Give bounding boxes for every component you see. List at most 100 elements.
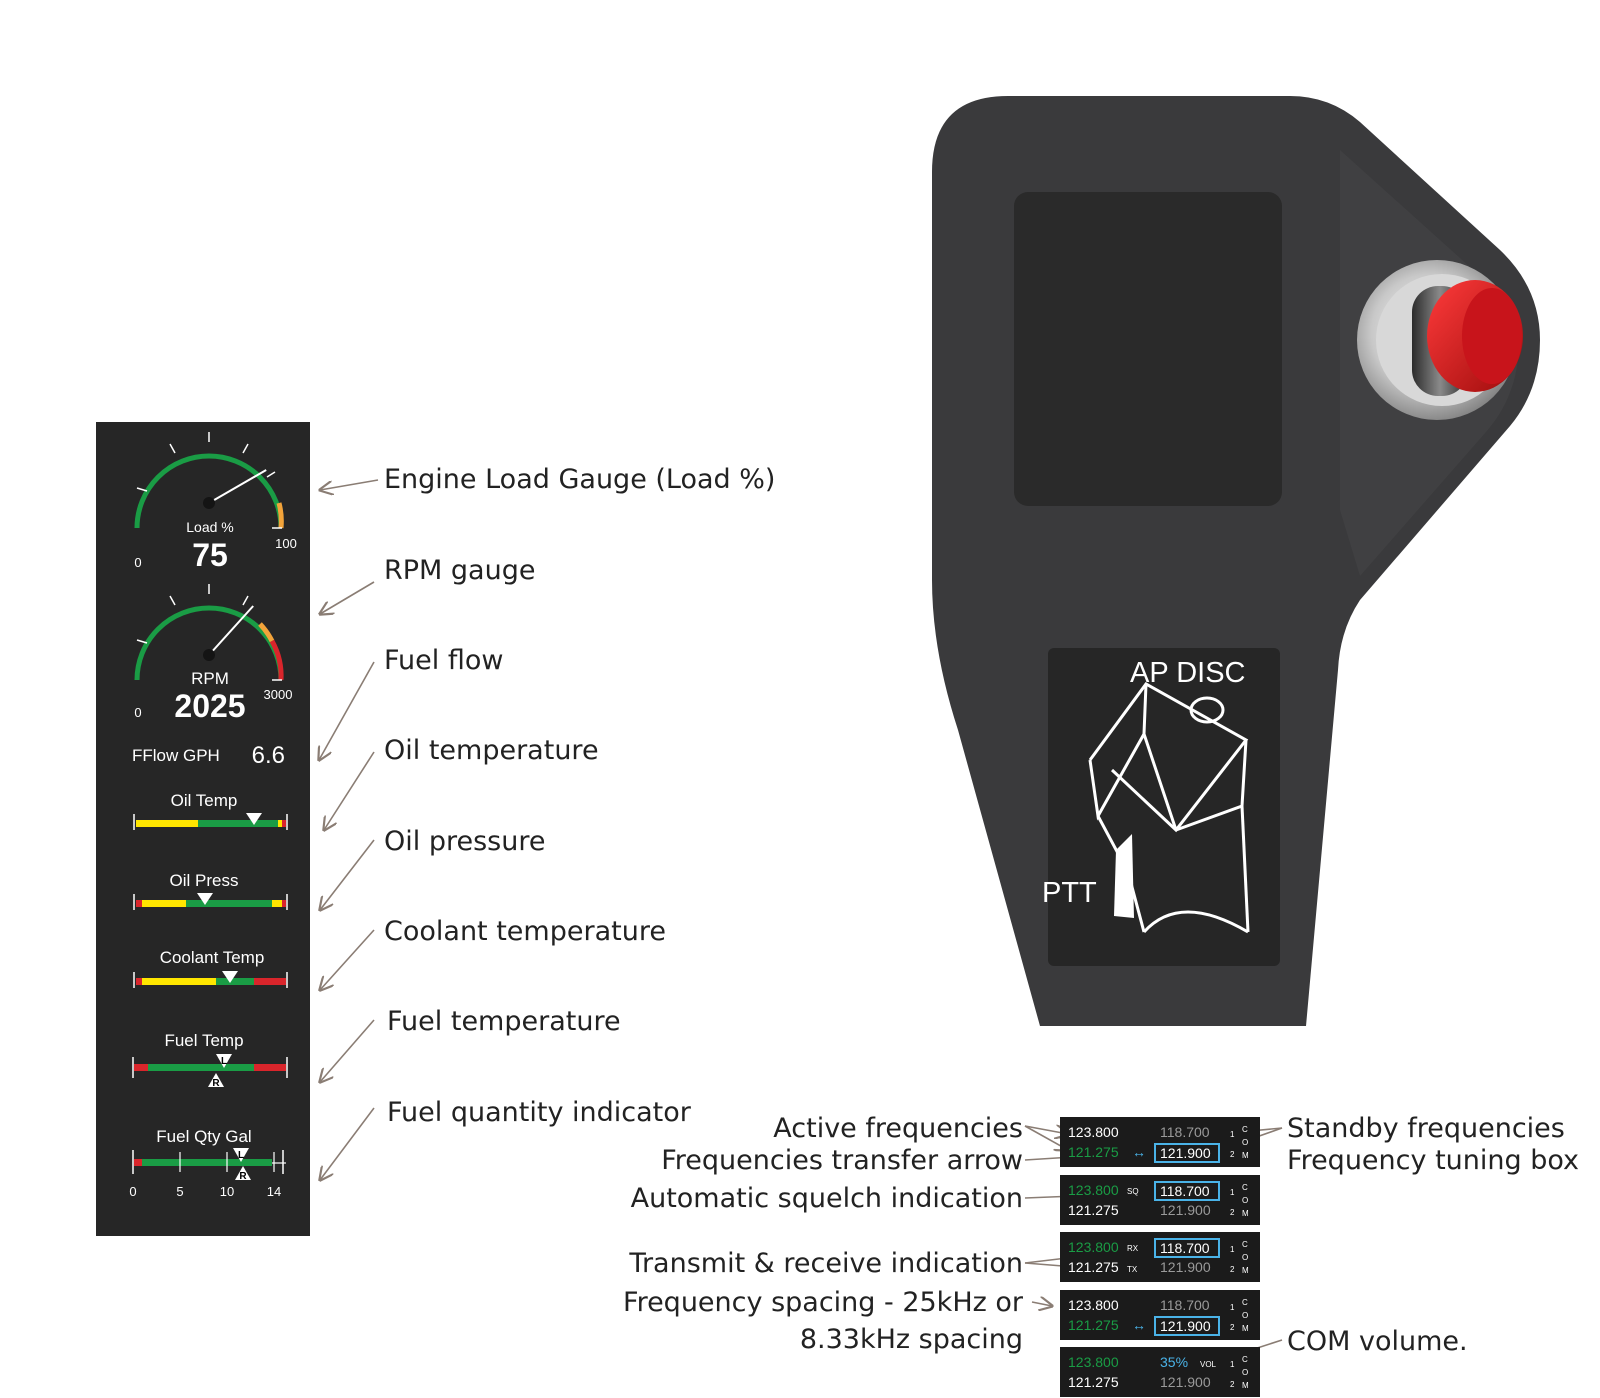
active-top: 123.800 [1068, 1182, 1119, 1198]
load-gauge: Load % 75 0 100 [134, 432, 297, 573]
callout-rpm-gauge: RPM gauge [384, 555, 536, 586]
load-min: 0 [134, 555, 141, 570]
standby-top: 118.700 [1160, 1124, 1210, 1140]
callout-oil-temp: Oil temperature [384, 735, 599, 766]
fuel-temp-left-marker: L [221, 1056, 227, 1067]
control-stick: AP DISC PTT [932, 96, 1540, 1026]
callout-spacing-line1: Frequency spacing - 25kHz or [623, 1287, 1023, 1318]
tuning-box[interactable] [1154, 1181, 1220, 1201]
oil-press-label: Oil Press [170, 871, 239, 890]
fuel-temp-right-marker: R [212, 1078, 220, 1089]
com-letter-c: C [1242, 1125, 1248, 1134]
fuel-qty-left-pointer [233, 1148, 249, 1162]
com1-number: 1 [1230, 1130, 1235, 1139]
com2-number: 2 [1230, 1380, 1235, 1389]
fflow-value: 6.6 [252, 742, 285, 769]
callout-tuning-box: Frequency tuning box [1287, 1145, 1580, 1176]
callout-squelch: Automatic squelch indication [630, 1183, 1023, 1214]
grip-outline [1088, 682, 1250, 934]
coolant-temp-label: Coolant Temp [160, 948, 265, 967]
load-label: Load % [186, 519, 233, 535]
tuning-box[interactable] [1154, 1316, 1220, 1336]
rpm-gauge: RPM 2025 0 3000 [134, 584, 292, 724]
fuel-temp-right-pointer [208, 1073, 224, 1087]
transfer-arrow: ↔ [1132, 1317, 1146, 1333]
callout-fuel-temp: Fuel temperature [387, 1006, 621, 1037]
callout-standby-frequencies: Standby frequencies [1287, 1113, 1565, 1144]
callout-load-gauge: Engine Load Gauge (Load %) [384, 464, 776, 495]
ap-disc-button[interactable] [1357, 260, 1523, 420]
standby-bottom: 121.900 [1160, 1202, 1211, 1218]
oil-press-pointer [197, 893, 213, 905]
fuel-qty-tick-label: 10 [220, 1184, 234, 1199]
com-letter-o: O [1242, 1368, 1248, 1377]
coolant-temp-pointer [222, 971, 238, 983]
com-letter-o: O [1242, 1196, 1248, 1205]
engine-panel: Load % 75 0 100 RPM 2025 0 3000 FFlow GP… [96, 422, 310, 1236]
oil-press-bar: Oil Press [133, 871, 288, 910]
standby-bottom: 121.900 [1160, 1318, 1211, 1334]
rpm-needle [208, 605, 254, 656]
com-letter-m: M [1242, 1209, 1249, 1218]
standby-top: 118.700 [1160, 1183, 1210, 1199]
com-letter-c: C [1242, 1355, 1248, 1364]
fuel-qty-right-pointer [235, 1166, 251, 1180]
standby-top: 118.700 [1160, 1240, 1210, 1256]
com-letter-o: O [1242, 1138, 1248, 1147]
com-letter-o: O [1242, 1311, 1248, 1320]
callout-coolant-temp: Coolant temperature [384, 916, 666, 947]
oil-temp-pointer [246, 813, 262, 825]
standby-bottom: 121.900 [1160, 1259, 1211, 1275]
com-strip-spacing: 123.800 121.275 ↔ 118.700 121.900 1 2 C … [1060, 1290, 1260, 1340]
load-needle [208, 469, 267, 504]
active-bottom: 121.275 [1068, 1317, 1119, 1333]
fuel-qty-tick-label: 5 [176, 1184, 183, 1199]
standby-top: 118.700 [1160, 1297, 1210, 1313]
callout-fuel-qty: Fuel quantity indicator [387, 1097, 691, 1128]
com-letter-c: C [1242, 1183, 1248, 1192]
com-letter-c: C [1242, 1298, 1248, 1307]
com-strip-standard: 123.800 121.275 ↔ 118.700 121.900 1 2 C … [1060, 1117, 1260, 1167]
ptt-label: PTT [1042, 877, 1097, 909]
active-bottom: 121.275 [1068, 1259, 1119, 1275]
standby-bottom: 121.900 [1160, 1374, 1211, 1390]
fuel-temp-bar: Fuel Temp L R [132, 1031, 288, 1089]
active-bottom: 121.275 [1068, 1374, 1119, 1390]
fuel-temp-left-pointer [216, 1054, 232, 1068]
rpm-value: 2025 [174, 688, 245, 724]
callout-fuel-flow: Fuel flow [384, 645, 504, 676]
fuel-qty-tick-label: 0 [129, 1184, 136, 1199]
rx-tag: RX [1127, 1244, 1139, 1253]
fuel-qty-label: Fuel Qty Gal [156, 1127, 251, 1146]
com2-number: 2 [1230, 1323, 1235, 1332]
standby-bottom: 121.900 [1160, 1145, 1211, 1161]
rpm-min: 0 [134, 705, 141, 720]
active-top: 123.800 [1068, 1297, 1119, 1313]
callout-com-volume: COM volume. [1287, 1326, 1468, 1357]
com-strip-txrx: 123.800 RX 121.275 TX 118.700 121.900 1 … [1060, 1232, 1260, 1282]
stick-display [1014, 192, 1282, 506]
tuning-box[interactable] [1154, 1143, 1220, 1163]
callout-txrx: Transmit & receive indication [629, 1248, 1023, 1279]
transfer-arrow: ↔ [1132, 1144, 1146, 1160]
callout-transfer-arrow: Frequencies transfer arrow [661, 1145, 1023, 1176]
com-strip-squelch: 123.800 SQ 121.275 118.700 121.900 1 2 C… [1060, 1175, 1260, 1225]
load-max: 100 [275, 536, 297, 551]
com-letter-m: M [1242, 1266, 1249, 1275]
active-bottom: 121.275 [1068, 1202, 1119, 1218]
fuel-qty-right-marker: R [239, 1171, 247, 1182]
com-letter-m: M [1242, 1151, 1249, 1160]
oil-temp-bar: Oil Temp [133, 791, 288, 830]
com2-number: 2 [1230, 1150, 1235, 1159]
load-value: 75 [192, 537, 228, 573]
callout-spacing-line2: 8.33kHz spacing [799, 1324, 1023, 1355]
volume-value: 35% [1160, 1354, 1188, 1370]
com-letter-o: O [1242, 1253, 1248, 1262]
com-letter-c: C [1242, 1240, 1248, 1249]
com1-number: 1 [1230, 1303, 1235, 1312]
fuel-qty-tick-label: 14 [267, 1184, 281, 1199]
oil-temp-label: Oil Temp [171, 791, 238, 810]
com1-number: 1 [1230, 1188, 1235, 1197]
tuning-box[interactable] [1154, 1238, 1220, 1258]
com-strip-volume: 123.800 121.275 35% VOL 121.900 1 2 C O … [1060, 1347, 1260, 1397]
